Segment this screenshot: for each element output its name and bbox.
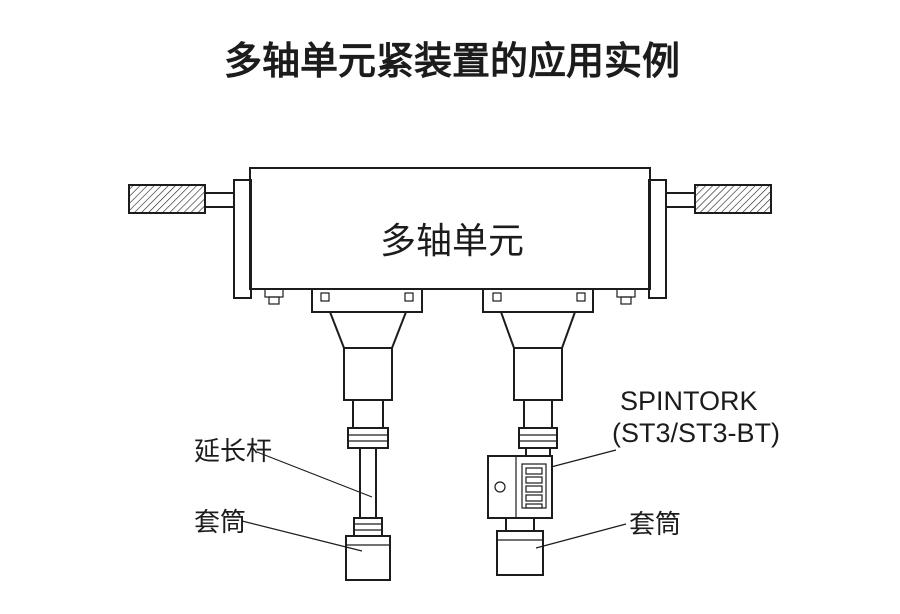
unit-body-label: 多轴单元 bbox=[380, 220, 524, 261]
right-spindle-step bbox=[523, 399, 553, 429]
left-plate-bolt-a bbox=[320, 292, 330, 302]
page-title: 多轴单元紧装置的应用实例 bbox=[224, 41, 680, 83]
left-bolt-head bbox=[264, 288, 284, 298]
spintork-indicator bbox=[494, 481, 506, 493]
spintork-pin-3 bbox=[525, 485, 543, 493]
leader-line-left-socket bbox=[241, 520, 363, 552]
left-handle-grip bbox=[128, 184, 206, 214]
spintork-pin-2 bbox=[525, 476, 543, 484]
left-spindle-assembly bbox=[311, 288, 423, 581]
spintork-pin-5 bbox=[525, 503, 543, 509]
right-handle-shaft bbox=[665, 192, 696, 208]
spintork-neck-top bbox=[525, 447, 551, 457]
left-plate-bolt-b bbox=[404, 292, 414, 302]
right-socket bbox=[496, 530, 544, 576]
left-upper-coupling bbox=[347, 427, 389, 449]
left-lower-coupling bbox=[353, 517, 383, 537]
left-spindle-body bbox=[343, 347, 393, 401]
right-flange-plate bbox=[648, 179, 667, 299]
right-upper-coupling bbox=[518, 427, 558, 449]
right-spindle-assembly bbox=[482, 288, 594, 576]
right-bolt-head bbox=[616, 288, 636, 298]
right-spindle-taper bbox=[499, 311, 577, 349]
right-handle-grip bbox=[694, 184, 772, 214]
leader-line-extension-rod bbox=[256, 451, 373, 498]
right-bolt-shank bbox=[620, 296, 632, 305]
left-handle-shaft bbox=[204, 192, 235, 208]
left-socket bbox=[345, 535, 391, 581]
right-plate-bolt-b bbox=[576, 292, 586, 302]
right-spindle-body bbox=[513, 347, 563, 401]
spintork-neck-bottom bbox=[505, 517, 535, 532]
left-bolt-shank bbox=[268, 296, 280, 305]
right-handle bbox=[665, 184, 772, 214]
left-handle bbox=[128, 184, 235, 214]
leader-line-right-socket bbox=[535, 523, 627, 549]
leader-line-spintork bbox=[550, 449, 617, 468]
left-spindle-step bbox=[352, 399, 384, 429]
spintork-device bbox=[487, 455, 553, 519]
extension-rod-shaft bbox=[359, 447, 377, 519]
left-socket-label: 套筒 bbox=[194, 507, 246, 537]
right-plate-bolt-a bbox=[492, 292, 502, 302]
multi-axis-unit-body: 多轴单元 bbox=[233, 167, 667, 305]
spintork-pin-4 bbox=[525, 494, 543, 502]
spintork-pin-1 bbox=[525, 467, 543, 475]
extension-rod-label: 延长杆 bbox=[194, 436, 272, 466]
right-socket-label: 套筒 bbox=[629, 509, 681, 539]
spintork-name-label: SPINTORK bbox=[620, 386, 758, 416]
spintork-model-label: (ST3/ST3-BT) bbox=[612, 418, 780, 448]
left-spindle-taper bbox=[328, 311, 408, 349]
left-flange-plate bbox=[233, 179, 252, 299]
